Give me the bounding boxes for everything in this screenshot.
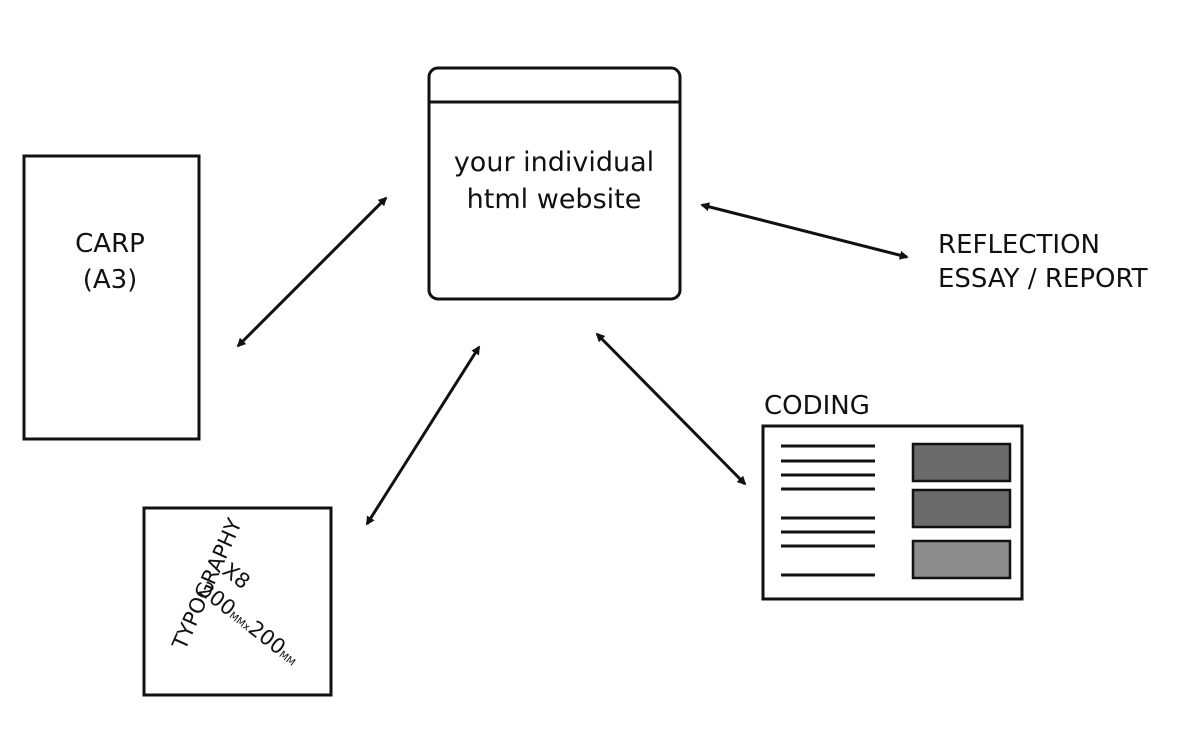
website-label-line1: your individual xyxy=(454,147,654,178)
carp-box: CARP (A3) xyxy=(22,154,201,441)
arrow-typography-website xyxy=(365,345,481,526)
code-block xyxy=(911,442,1012,483)
code-block xyxy=(911,488,1012,529)
coding-panel: CODING xyxy=(761,391,1024,601)
reflection-label-line1: REFLECTION xyxy=(938,230,1100,260)
code-lines xyxy=(781,444,875,577)
arrows xyxy=(236,196,909,526)
carp-label-line2: (A3) xyxy=(83,265,138,295)
typography-size-sep: x xyxy=(240,621,252,633)
website-label-line2: html website xyxy=(467,184,642,215)
typography-frame xyxy=(142,506,333,697)
arrow-carp-website xyxy=(236,196,388,348)
reflection-label: REFLECTION ESSAY / REPORT xyxy=(938,230,1148,294)
website-window-frame xyxy=(427,66,682,301)
carp-label-line1: CARP xyxy=(75,229,145,259)
carp-frame xyxy=(22,154,201,441)
typography-box: TYPOGRAPHY X8 200MMx200MM xyxy=(142,506,333,697)
arrow-website-reflection xyxy=(700,202,909,260)
code-block xyxy=(911,539,1012,580)
reflection-label-line2: ESSAY / REPORT xyxy=(938,264,1148,294)
arrow-website-coding xyxy=(595,332,747,486)
coding-label: CODING xyxy=(764,391,870,421)
website-window: your individual html website xyxy=(427,66,682,301)
